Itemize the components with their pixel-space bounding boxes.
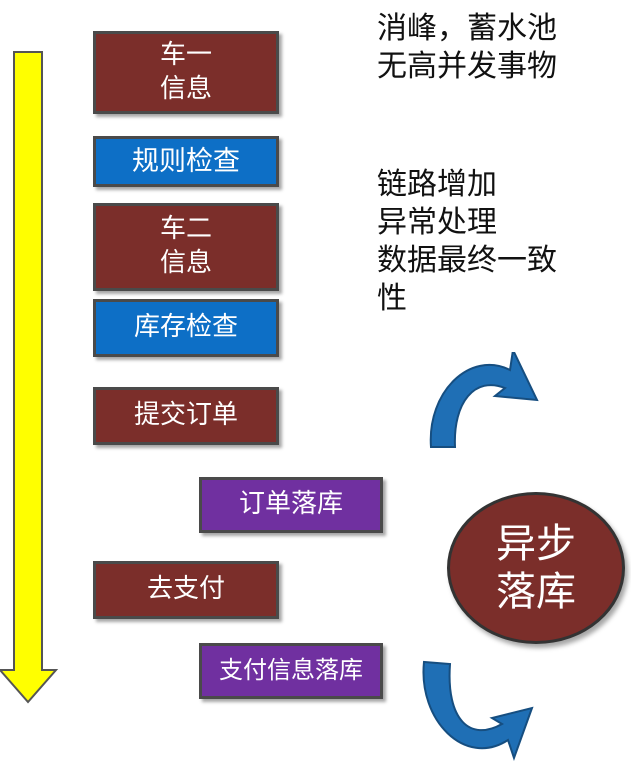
step-inventory-check: 库存检查 <box>93 299 279 357</box>
step-payment-persist: 支付信息落库 <box>199 643 383 699</box>
curved-arrow-top-icon <box>429 352 539 448</box>
timeline-down-arrow-icon <box>0 51 59 704</box>
note-peak-shaving: 消峰，蓄水池 无高并发事物 <box>377 11 557 84</box>
step-label: 车一 信息 <box>159 39 212 104</box>
step-car-info-2: 车二 信息 <box>93 203 279 291</box>
curved-arrow-bottom-icon <box>422 660 534 762</box>
step-car-info-1: 车一 信息 <box>93 31 279 114</box>
step-rule-check: 规则检查 <box>93 136 279 187</box>
step-label: 规则检查 <box>132 145 240 177</box>
step-label: 库存检查 <box>133 312 238 343</box>
step-label: 提交订单 <box>133 400 238 431</box>
step-label: 车二 信息 <box>159 214 212 278</box>
async-label: 异步 落库 <box>496 521 576 615</box>
async-persist-circle: 异步 落库 <box>447 492 625 644</box>
step-go-pay: 去支付 <box>93 561 279 619</box>
step-submit-order: 提交订单 <box>93 387 279 445</box>
step-label: 订单落库 <box>238 489 343 520</box>
step-order-persist: 订单落库 <box>199 477 383 533</box>
note-tradeoffs: 链路增加 异常处理 数据最终一致 性 <box>377 167 557 316</box>
step-label: 去支付 <box>146 574 225 605</box>
step-label: 支付信息落库 <box>219 656 363 685</box>
